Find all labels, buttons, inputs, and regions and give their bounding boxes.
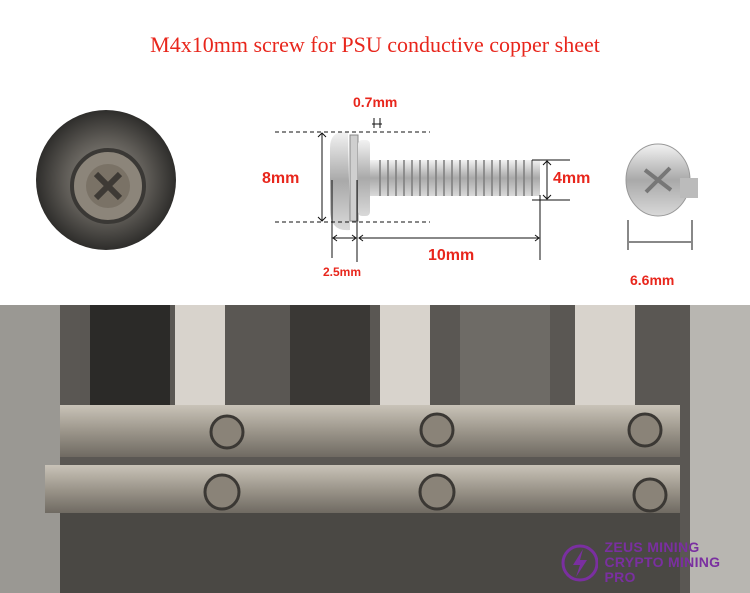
thread-length-label: 10mm — [428, 247, 475, 264]
head-height-label: 2.5mm — [323, 265, 362, 279]
washer-diameter-label: 6.6mm — [630, 272, 675, 288]
watermark-line2: CRYPTO MINING PRO — [604, 554, 721, 585]
watermark: ZEUS MINING CRYPTO MINING PRO — [560, 540, 750, 585]
dimension-lines — [275, 118, 693, 262]
screw-side-view — [330, 131, 540, 231]
watermark-line1: ZEUS MINING — [604, 539, 700, 555]
washer-thickness-label: 0.7mm — [353, 94, 398, 110]
screw-angled-view — [625, 143, 698, 217]
thread-diameter-label: 4mm — [553, 170, 591, 187]
lightning-logo-icon — [561, 544, 599, 581]
page-title: M4x10mm screw for PSU conductive copper … — [150, 32, 600, 57]
psu-photo — [0, 305, 750, 593]
head-diameter-label: 8mm — [262, 170, 300, 187]
